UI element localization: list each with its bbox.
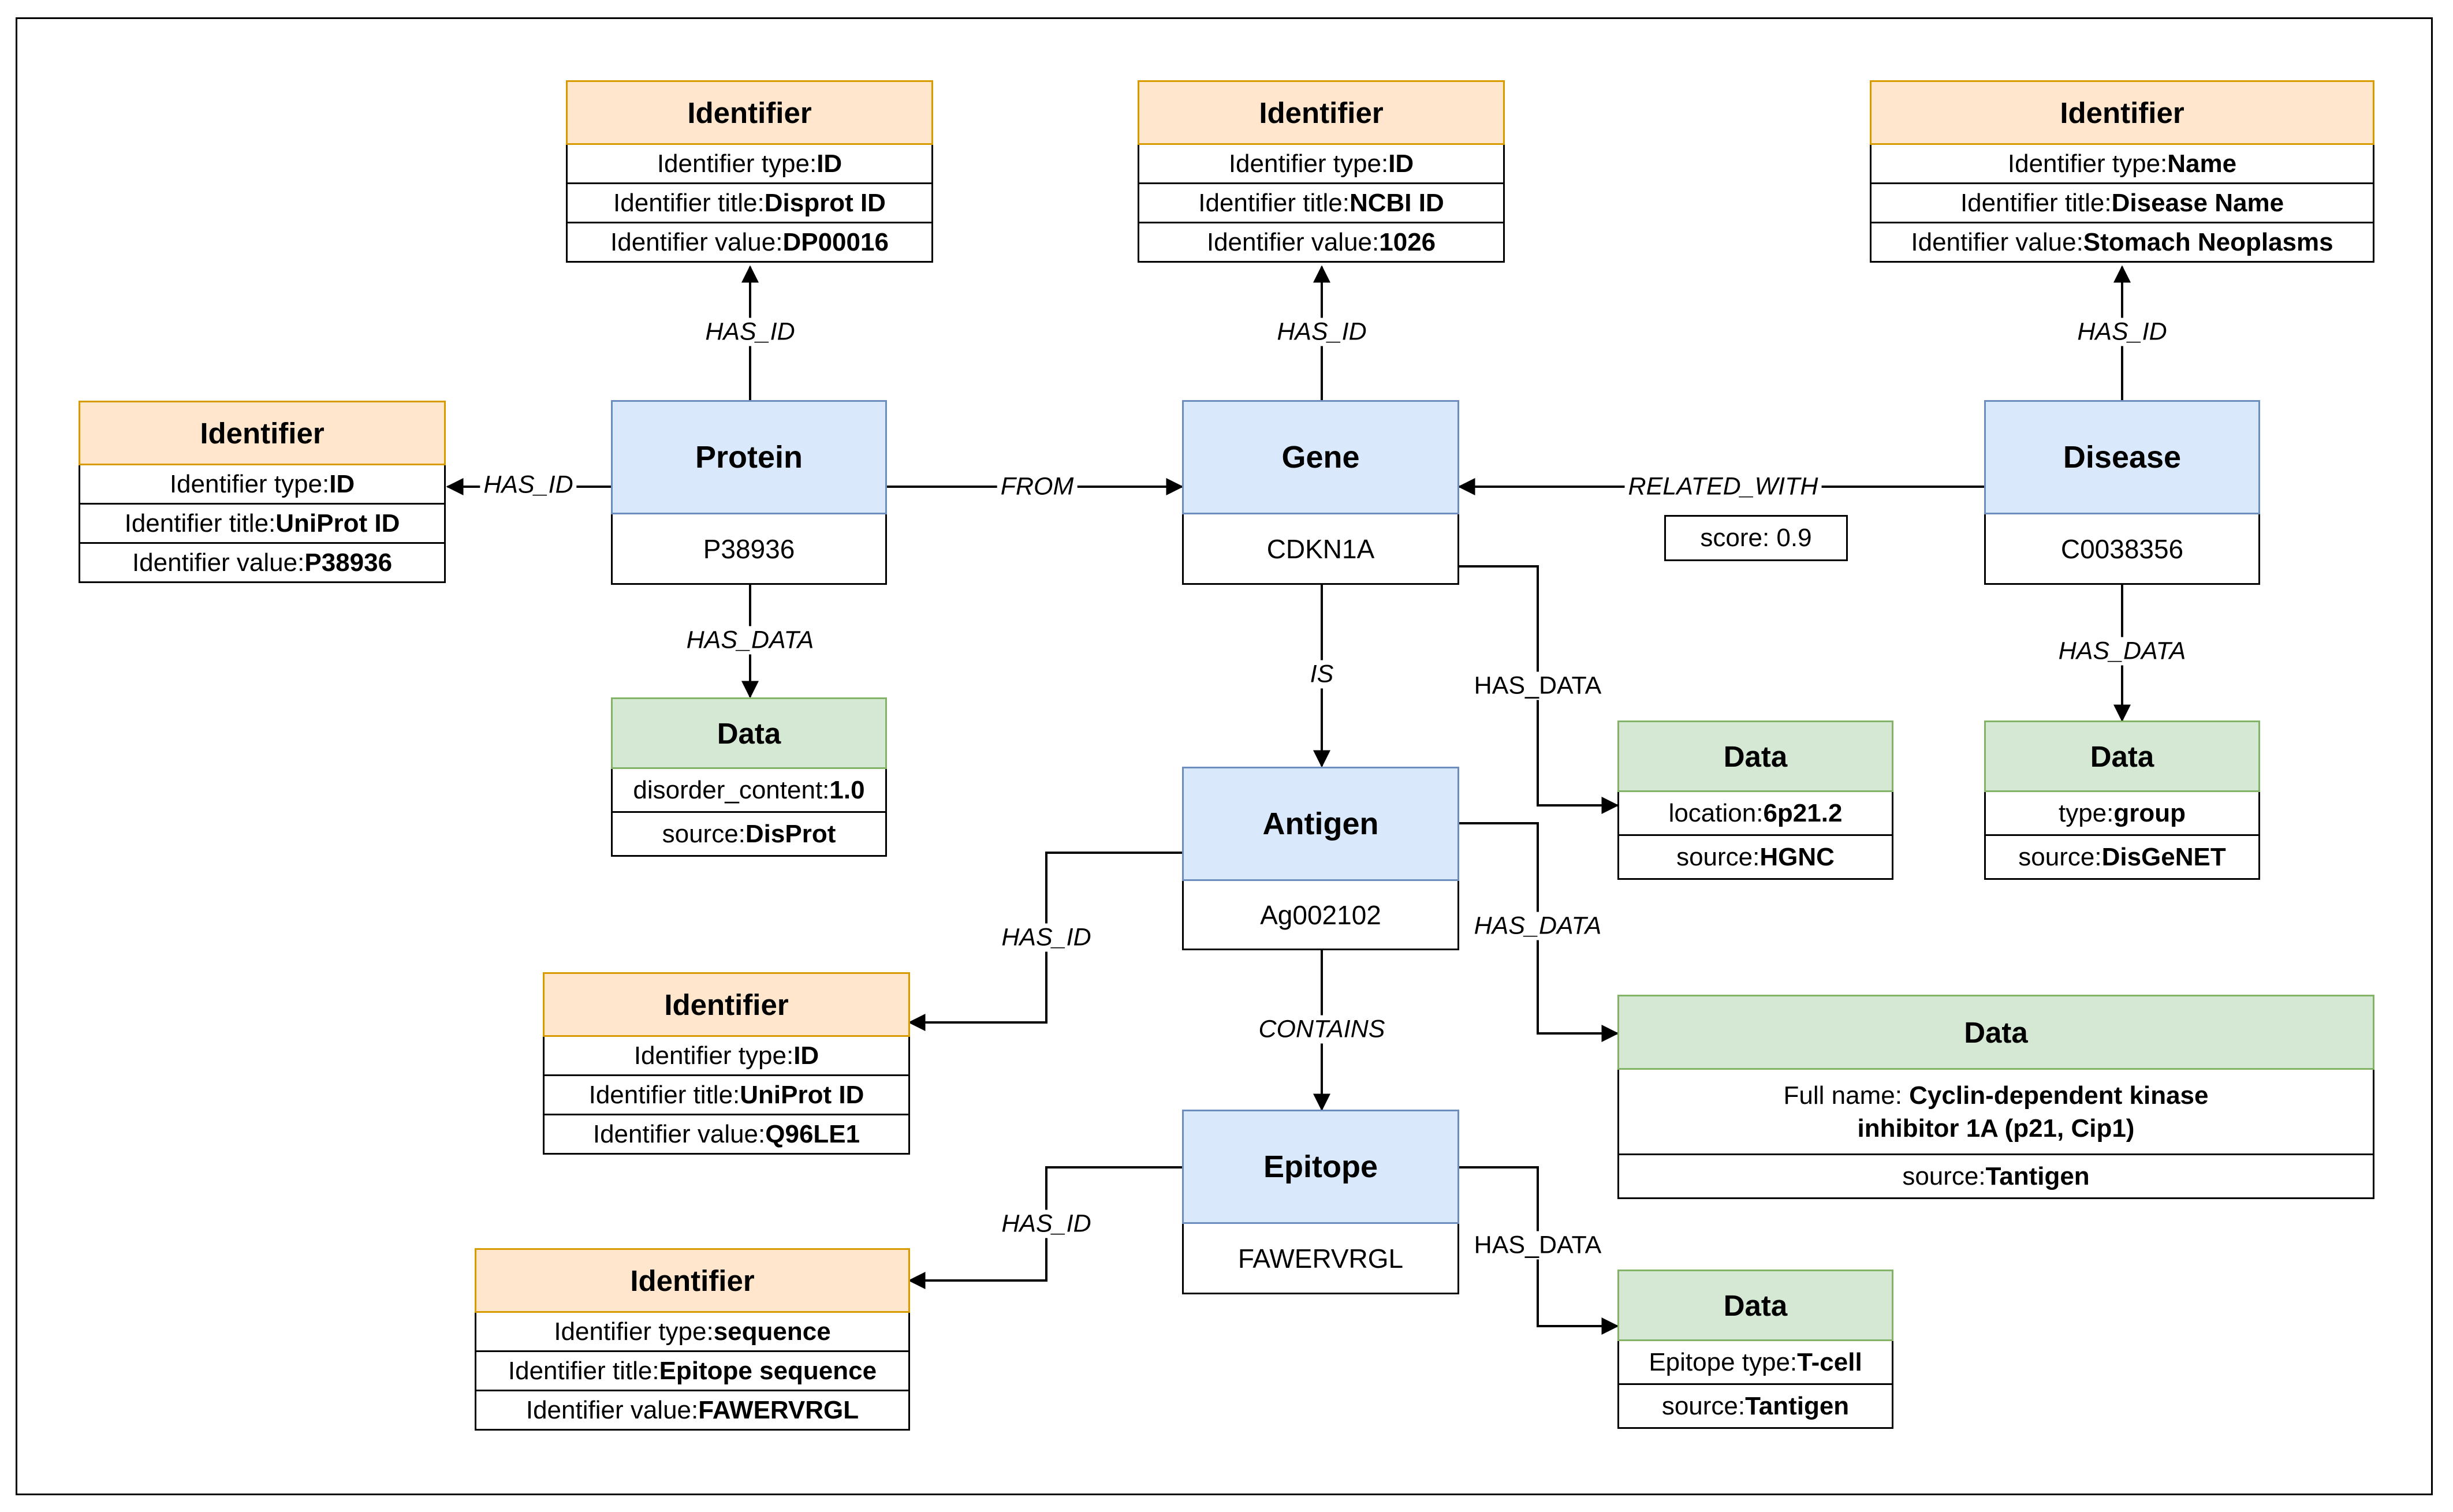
- identifier-header: Identifier: [566, 80, 933, 145]
- entity-gene: Gene CDKN1A: [1182, 400, 1459, 585]
- data-header: Data: [1984, 720, 2260, 792]
- entity-antigen: Antigen Ag002102: [1182, 767, 1459, 950]
- identifier-type-row: Identifier type: ID: [79, 465, 446, 505]
- identifier-value-row: Identifier value: P38936: [79, 544, 446, 583]
- label-gene-has-id: HAS_ID: [1273, 318, 1370, 346]
- identifier-type-row: Identifier type: sequence: [475, 1313, 910, 1352]
- data-row: source: Tantigen: [1617, 1155, 2374, 1199]
- data-node-antigen: Data Full name: Cyclin-dependent kinase …: [1617, 995, 2374, 1199]
- label-related-with: RELATED_WITH: [1624, 472, 1822, 501]
- label-protein-has-id-left: HAS_ID: [480, 471, 577, 499]
- label-protein-has-id-top: HAS_ID: [702, 318, 799, 346]
- identifier-value-row: Identifier value: Stomach Neoplasms: [1870, 223, 2374, 263]
- entity-title: Protein: [611, 400, 887, 514]
- identifier-node-epitope-sequence: Identifier Identifier type: sequence Ide…: [475, 1248, 910, 1431]
- identifier-title-row: Identifier title: Epitope sequence: [475, 1352, 910, 1391]
- data-row: type: group: [1984, 792, 2260, 836]
- label-protein-has-data: HAS_DATA: [683, 626, 818, 655]
- data-node-protein: Data disorder_content: 1.0 source: DisPr…: [611, 697, 887, 857]
- entity-value: FAWERVRGL: [1182, 1224, 1459, 1294]
- entity-value: P38936: [611, 514, 887, 585]
- entity-title: Antigen: [1182, 767, 1459, 881]
- entity-value: C0038356: [1984, 514, 2260, 585]
- identifier-header: Identifier: [1138, 80, 1505, 145]
- entity-disease: Disease C0038356: [1984, 400, 2260, 585]
- diagram-frame: [16, 17, 2433, 1495]
- identifier-header: Identifier: [79, 401, 446, 465]
- identifier-node-protein-uniprot: Identifier Identifier type: ID Identifie…: [79, 401, 446, 583]
- identifier-type-row: Identifier type: ID: [566, 145, 933, 184]
- label-contains: CONTAINS: [1255, 1015, 1389, 1044]
- identifier-type-row: Identifier type: ID: [1138, 145, 1505, 184]
- data-row: disorder_content: 1.0: [611, 769, 887, 813]
- data-row: source: DisProt: [611, 813, 887, 857]
- label-from: FROM: [997, 472, 1078, 501]
- data-header: Data: [1617, 720, 1893, 792]
- label-antigen-has-id: HAS_ID: [998, 923, 1095, 952]
- data-row: source: HGNC: [1617, 836, 1893, 880]
- entity-title: Gene: [1182, 400, 1459, 514]
- identifier-title-row: Identifier title: UniProt ID: [543, 1076, 910, 1115]
- data-row: location: 6p21.2: [1617, 792, 1893, 836]
- identifier-type-row: Identifier type: ID: [543, 1037, 910, 1076]
- score-box: score: 0.9: [1664, 515, 1848, 561]
- identifier-title-row: Identifier title: NCBI ID: [1138, 184, 1505, 223]
- label-epitope-has-id: HAS_ID: [998, 1209, 1095, 1238]
- entity-protein: Protein P38936: [611, 400, 887, 585]
- identifier-title-row: Identifier title: Disease Name: [1870, 184, 2374, 223]
- identifier-header: Identifier: [543, 972, 910, 1037]
- data-node-epitope: Data Epitope type:T-cell source: Tantige…: [1617, 1270, 1893, 1429]
- identifier-node-protein-disprot: Identifier Identifier type: ID Identifie…: [566, 80, 933, 263]
- data-row: source: DisGeNET: [1984, 836, 2260, 880]
- entity-title: Epitope: [1182, 1110, 1459, 1224]
- data-header: Data: [611, 697, 887, 769]
- entity-value: CDKN1A: [1182, 514, 1459, 585]
- data-node-gene: Data location: 6p21.2 source: HGNC: [1617, 720, 1893, 880]
- identifier-value-row: Identifier value: FAWERVRGL: [475, 1391, 910, 1431]
- label-is: IS: [1306, 660, 1337, 689]
- label-disease-has-data: HAS_DATA: [2055, 637, 2190, 666]
- identifier-type-row: Identifier type: Name: [1870, 145, 2374, 184]
- identifier-title-row: Identifier title: UniProt ID: [79, 505, 446, 544]
- entity-value: Ag002102: [1182, 881, 1459, 950]
- label-disease-has-id: HAS_ID: [2074, 318, 2171, 346]
- data-row: Epitope type:T-cell: [1617, 1341, 1893, 1385]
- data-header: Data: [1617, 995, 2374, 1070]
- entity-epitope: Epitope FAWERVRGL: [1182, 1110, 1459, 1294]
- identifier-header: Identifier: [1870, 80, 2374, 145]
- label-epitope-has-data: HAS_DATA: [1470, 1231, 1605, 1260]
- identifier-node-gene-ncbi: Identifier Identifier type: ID Identifie…: [1138, 80, 1505, 263]
- label-gene-has-data: HAS_DATA: [1470, 671, 1605, 700]
- data-header: Data: [1617, 1270, 1893, 1341]
- identifier-value-row: Identifier value: 1026: [1138, 223, 1505, 263]
- data-row-full-name: Full name: Cyclin-dependent kinase inhib…: [1617, 1070, 2374, 1155]
- identifier-value-row: Identifier value: Q96LE1: [543, 1115, 910, 1155]
- identifier-value-row: Identifier value: DP00016: [566, 223, 933, 263]
- identifier-title-row: Identifier title: Disprot ID: [566, 184, 933, 223]
- entity-title: Disease: [1984, 400, 2260, 514]
- data-node-disease: Data type: group source: DisGeNET: [1984, 720, 2260, 880]
- identifier-node-antigen-uniprot: Identifier Identifier type: ID Identifie…: [543, 972, 910, 1155]
- identifier-header: Identifier: [475, 1248, 910, 1313]
- data-row: source: Tantigen: [1617, 1385, 1893, 1429]
- label-antigen-has-data: HAS_DATA: [1470, 912, 1605, 940]
- identifier-node-disease-name: Identifier Identifier type: Name Identif…: [1870, 80, 2374, 263]
